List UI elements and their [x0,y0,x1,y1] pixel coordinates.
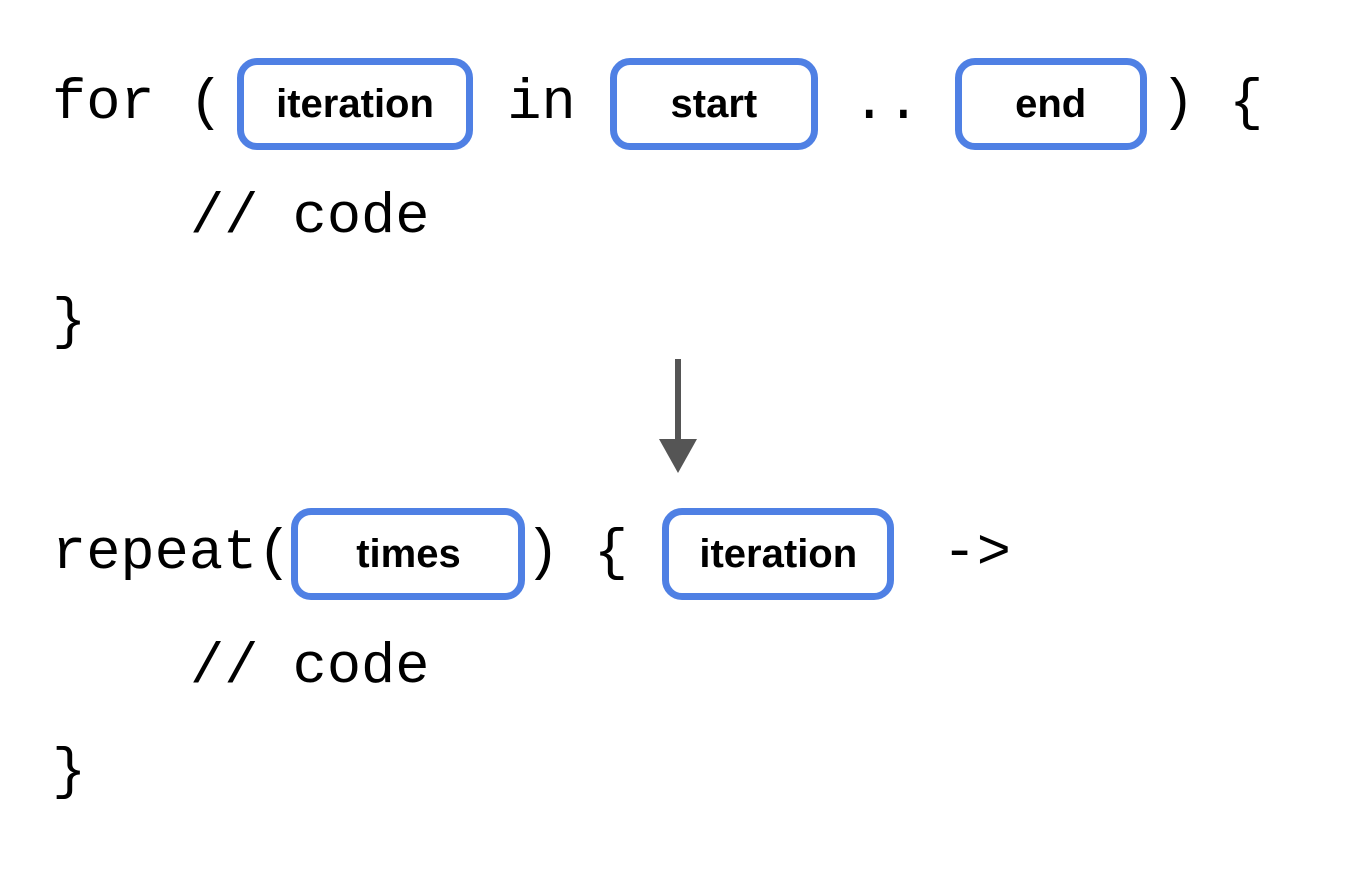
lambda-arrow-text: -> [908,521,1011,586]
code-line-for-statement: for ( iteration in start .. end ) { [52,58,1263,150]
comment-text: // code [190,186,430,250]
for-keyword-prefix: for ( [52,71,224,136]
token-box-iteration-lambda[interactable]: iteration [662,508,895,600]
token-box-end[interactable]: end [954,58,1147,150]
closing-brace: } [52,291,87,355]
code-line-closing-brace-before: } [52,295,86,352]
code-line-closing-brace-after: } [52,745,86,802]
range-operator: .. [817,71,955,136]
arrow-down-icon [640,355,720,480]
comment-text: // code [190,636,430,700]
repeat-middle-punctuation: ) { [525,521,663,586]
repeat-keyword-prefix: repeat( [52,521,292,586]
token-box-iteration[interactable]: iteration [237,58,474,150]
code-line-comment-before: // code [190,190,429,247]
code-line-comment-after: // code [190,640,429,697]
closing-brace: } [52,741,87,805]
in-keyword: in [473,71,610,136]
code-line-repeat-statement: repeat( times ) { iteration -> [52,508,1011,600]
token-box-start[interactable]: start [609,58,818,150]
for-statement-suffix: ) { [1160,71,1264,136]
token-box-times[interactable]: times [291,508,526,600]
